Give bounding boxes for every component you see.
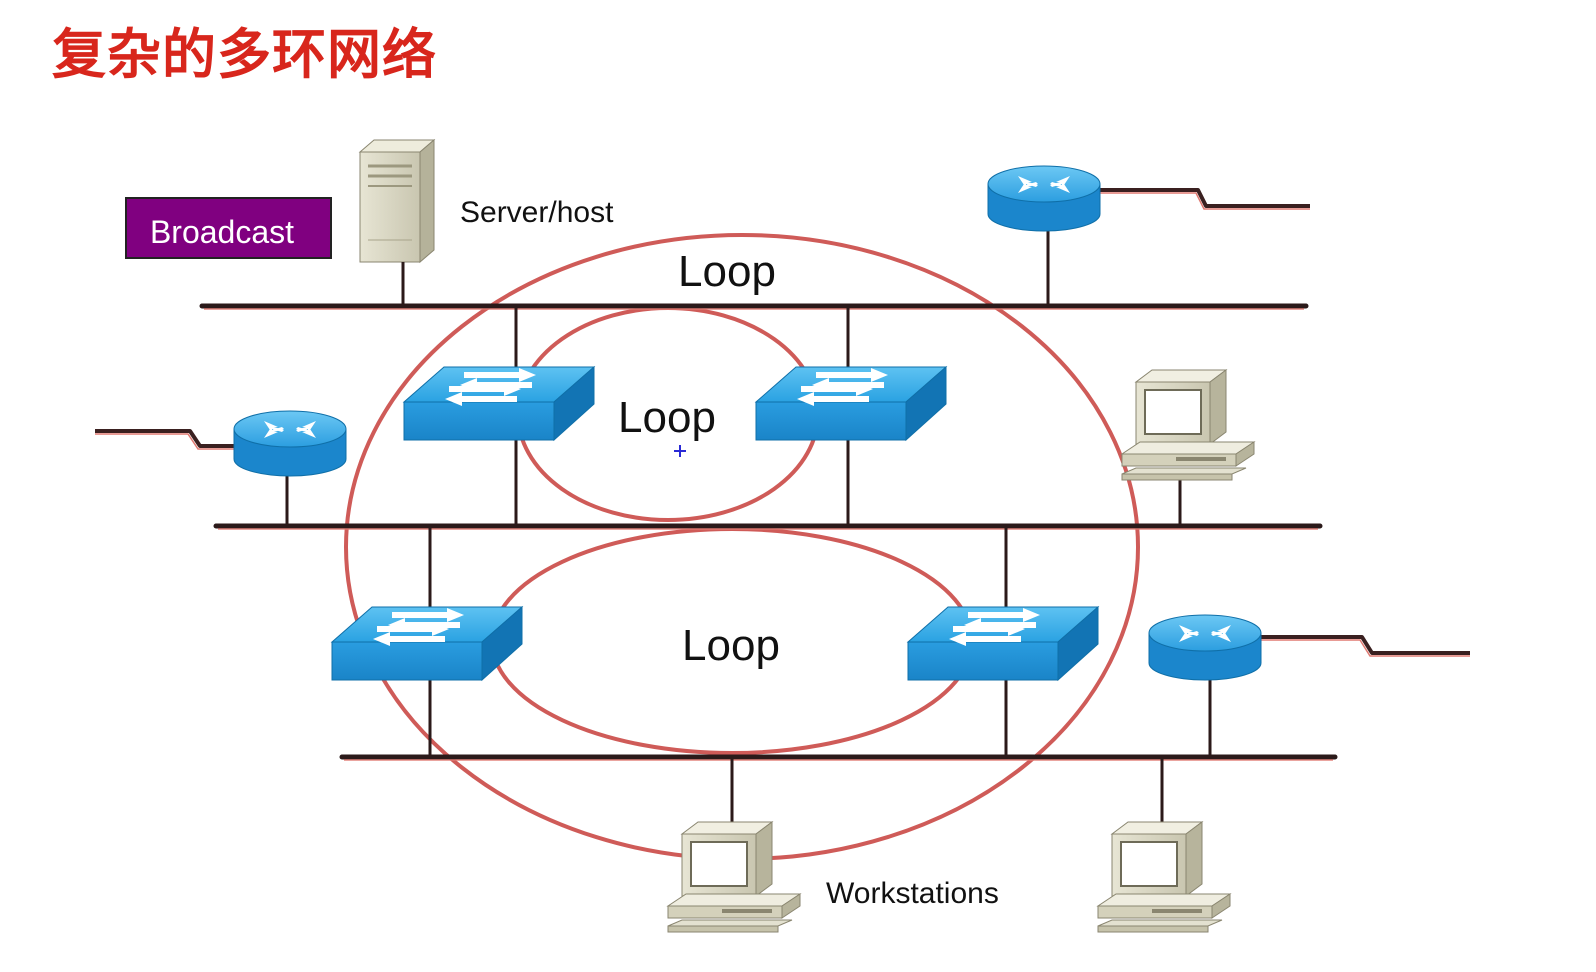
outer-loop-ring — [344, 233, 1140, 861]
broadcast-label: Broadcast — [150, 214, 294, 250]
switch-icon — [907, 606, 1099, 681]
router-icon — [987, 165, 1101, 232]
switch-icon — [331, 606, 523, 681]
loop-label-upper: Loop — [618, 393, 716, 442]
router-icon — [1148, 614, 1262, 681]
server-label: Server/host — [460, 196, 614, 229]
wan-link-right — [1260, 635, 1470, 655]
switch-icon — [403, 366, 595, 441]
broadcast-badge: Broadcast — [125, 197, 332, 259]
loop-label-lower: Loop — [682, 621, 780, 670]
wan-link-top — [1100, 188, 1310, 208]
workstation-icon — [667, 821, 801, 933]
cursor-crosshair-icon — [674, 445, 686, 457]
switch-icon — [755, 366, 947, 441]
server-icon — [358, 138, 436, 264]
page-title: 复杂的多环网络 — [52, 23, 437, 86]
router-icon — [233, 410, 347, 477]
workstations-label: Workstations — [826, 877, 999, 910]
workstation-icon — [1097, 821, 1231, 933]
loop-label-outer: Loop — [678, 247, 776, 296]
wan-link-left — [95, 429, 236, 448]
workstation-icon — [1121, 369, 1255, 481]
